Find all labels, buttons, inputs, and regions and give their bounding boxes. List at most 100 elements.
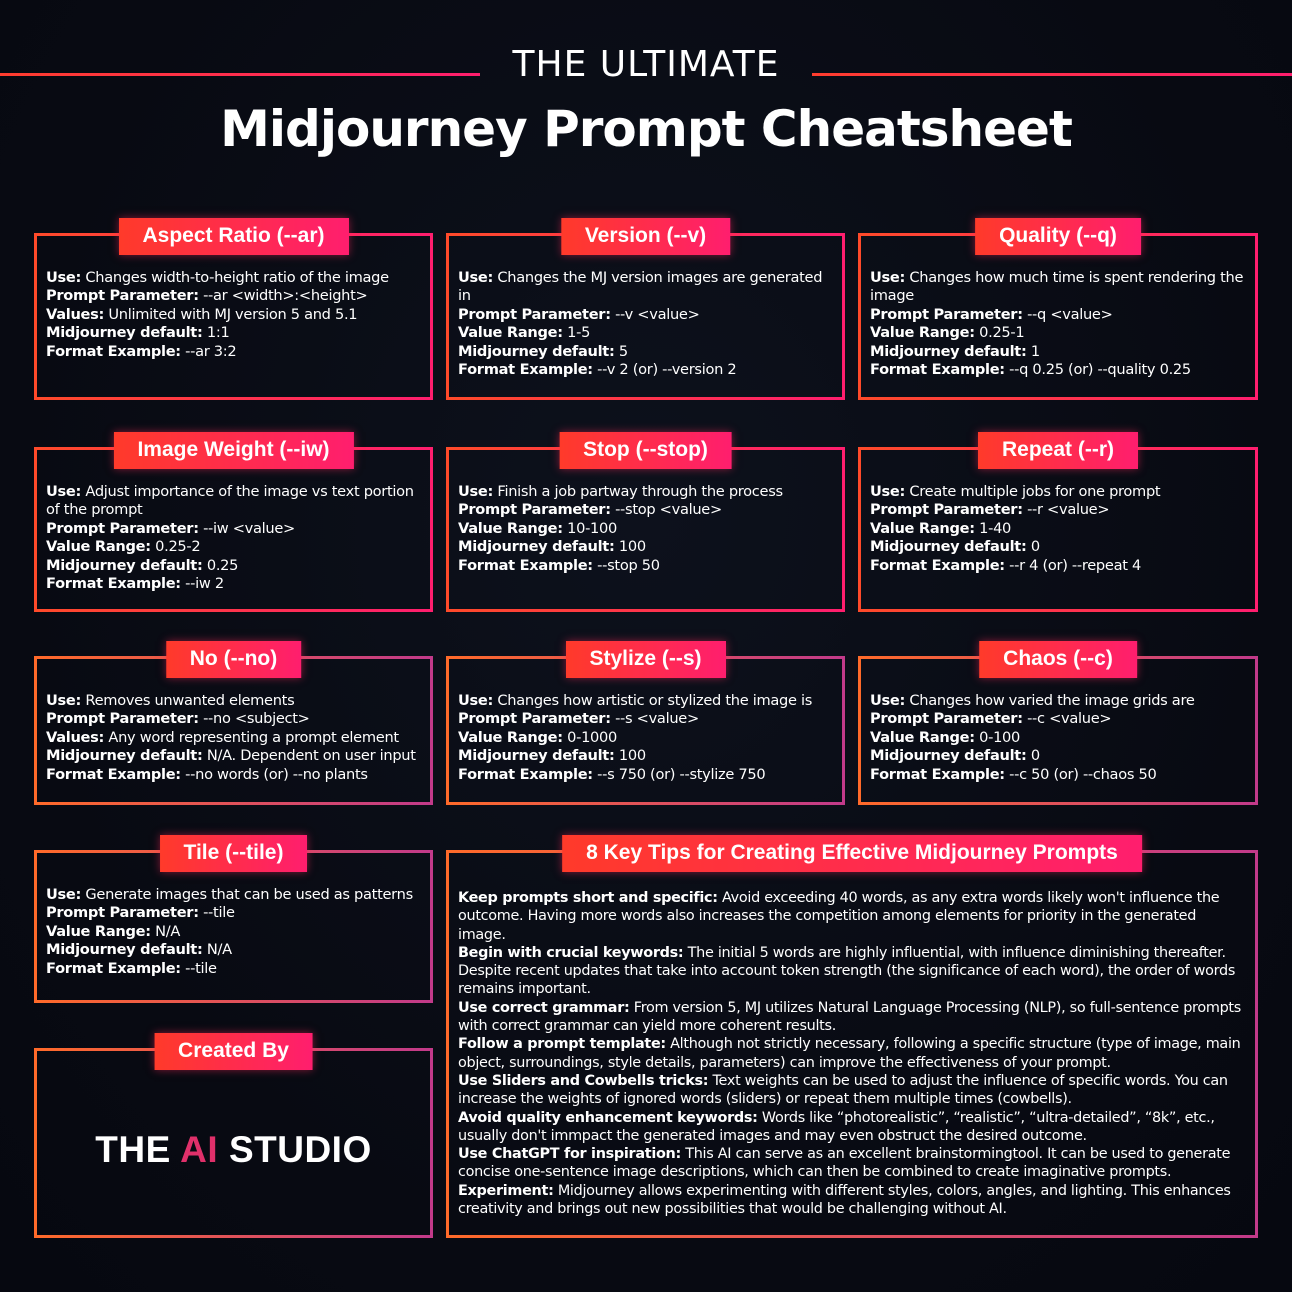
row-label: Midjourney default: — [870, 538, 1027, 556]
row-label: Use: — [870, 692, 906, 709]
row-label: Midjourney default: — [870, 342, 1027, 360]
info-row: Format Example: --r 4 (or) --repeat 4 — [870, 557, 1246, 575]
row-text: Finish a job partway through the process — [493, 483, 783, 500]
row-label: Prompt Parameter: — [46, 287, 199, 305]
row-label: Format Example: — [870, 765, 1005, 783]
row-label: Midjourney default: — [458, 342, 615, 360]
row-label: Value Range: — [870, 728, 975, 746]
card-body: Use: Changes width-to-height ratio of th… — [46, 269, 421, 361]
row-label: Use: — [458, 483, 494, 500]
row-label: Format Example: — [46, 765, 181, 783]
row-text: Adjust importance of the image vs text p… — [46, 483, 414, 519]
row-text: --c 50 (or) --chaos 50 — [1004, 765, 1157, 783]
row-text: 0-1000 — [562, 728, 618, 746]
row-text: The initial 5 words are highly influenti… — [458, 944, 1236, 998]
info-row: Format Example: --s 750 (or) --stylize 7… — [458, 766, 833, 784]
studio-logo: THE AI STUDIO — [37, 1129, 430, 1171]
row-text: --v 2 (or) --version 2 — [592, 361, 737, 379]
info-row: Value Range: 0.25-1 — [870, 324, 1246, 342]
info-row: Use: Finish a job partway through the pr… — [458, 483, 833, 501]
row-label: Value Range: — [458, 324, 563, 342]
row-text: 0 — [1026, 747, 1040, 765]
info-row: Use: Changes how much time is spent rend… — [870, 269, 1246, 306]
header-line-left — [0, 73, 480, 76]
info-row: Use: Changes the MJ version images are g… — [458, 269, 833, 306]
info-row: Midjourney default: 0 — [870, 538, 1246, 556]
row-text: --q <value> — [1022, 305, 1113, 323]
row-label: Midjourney default: — [870, 747, 1027, 765]
card-title: Repeat (--r) — [977, 432, 1139, 469]
row-text: 10-100 — [562, 519, 618, 537]
info-row: Use correct grammar: From version 5, MJ … — [458, 999, 1246, 1036]
row-label: Midjourney default: — [458, 747, 615, 765]
info-row: Value Range: 0.25-2 — [46, 538, 421, 556]
row-label: Value Range: — [870, 324, 975, 342]
info-row: Value Range: 0-100 — [870, 729, 1246, 747]
row-label: Use: — [46, 269, 82, 286]
card-body: Use: Changes how artistic or stylized th… — [458, 692, 833, 784]
info-row: Format Example: --tile — [46, 960, 421, 978]
row-text: 100 — [614, 538, 646, 556]
row-label: Prompt Parameter: — [870, 710, 1023, 728]
card-quality: Quality (--q) Use: Changes how much time… — [858, 218, 1258, 400]
info-row: Use: Adjust importance of the image vs t… — [46, 483, 421, 520]
info-row: Begin with crucial keywords: The initial… — [458, 944, 1246, 999]
credit-card: Created By THE AI STUDIO — [34, 1033, 433, 1238]
row-label: Midjourney default: — [46, 747, 203, 765]
row-label: Follow a prompt template: — [458, 1036, 666, 1053]
credit-title: Created By — [154, 1033, 313, 1070]
page-title: Midjourney Prompt Cheatsheet — [220, 100, 1073, 158]
row-text: This AI can serve as an excellent brains… — [458, 1146, 1231, 1181]
row-text: --iw <value> — [198, 519, 295, 537]
info-row: Format Example: --ar 3:2 — [46, 343, 421, 361]
row-label: Format Example: — [870, 361, 1005, 379]
tips-title: 8 Key Tips for Creating Effective Midjou… — [562, 835, 1142, 872]
logo-text-ai: AI — [180, 1129, 219, 1170]
info-row: Use: Generate images that can be used as… — [46, 886, 421, 904]
info-row: Value Range: 10-100 — [458, 520, 833, 538]
row-text: --q 0.25 (or) --quality 0.25 — [1004, 361, 1191, 379]
info-row: Use: Changes how artistic or stylized th… — [458, 692, 833, 710]
row-label: Values: — [46, 305, 105, 323]
card-body: Use: Create multiple jobs for one prompt… — [870, 483, 1246, 575]
tips-card: 8 Key Tips for Creating Effective Midjou… — [446, 835, 1258, 1238]
card-title: Stylize (--s) — [565, 641, 726, 678]
row-label: Prompt Parameter: — [870, 305, 1023, 323]
row-text: Generate images that can be used as patt… — [81, 886, 413, 903]
row-label: Format Example: — [46, 959, 181, 977]
card-title: Chaos (--c) — [979, 641, 1137, 678]
row-label: Avoid quality enhancement keywords: — [458, 1109, 758, 1126]
row-label: Prompt Parameter: — [46, 904, 199, 922]
row-label: Begin with crucial keywords: — [458, 944, 684, 961]
card-aspect-ratio: Aspect Ratio (--ar) Use: Changes width-t… — [34, 218, 433, 400]
card-chaos: Chaos (--c) Use: Changes how varied the … — [858, 641, 1258, 805]
card-repeat: Repeat (--r) Use: Create multiple jobs f… — [858, 432, 1258, 612]
info-row: Prompt Parameter: --tile — [46, 904, 421, 922]
info-row: Format Example: --q 0.25 (or) --quality … — [870, 361, 1246, 379]
row-label: Use ChatGPT for inspiration: — [458, 1146, 681, 1163]
info-row: Follow a prompt template: Although not s… — [458, 1035, 1246, 1072]
row-text: --no <subject> — [198, 710, 310, 728]
row-label: Prompt Parameter: — [458, 501, 611, 519]
row-text: Midjourney allows experimenting with dif… — [458, 1182, 1231, 1218]
row-text: 1 — [1026, 342, 1040, 360]
card-stop: Stop (--stop) Use: Finish a job partway … — [446, 432, 845, 612]
row-text: Changes how artistic or stylized the ima… — [493, 692, 813, 709]
info-row: Format Example: --stop 50 — [458, 557, 833, 575]
row-text: Avoid exceeding 40 words, as any extra w… — [458, 890, 1220, 943]
row-label: Midjourney default: — [46, 556, 203, 574]
card-no: No (--no) Use: Removes unwanted elements… — [34, 641, 433, 805]
row-label: Use: — [870, 483, 906, 500]
header-line-right — [812, 73, 1292, 76]
row-text: Unlimited with MJ version 5 and 5.1 — [104, 305, 358, 323]
info-row: Use: Changes how varied the image grids … — [870, 692, 1246, 710]
row-text: 5 — [614, 342, 628, 360]
row-label: Value Range: — [458, 519, 563, 537]
row-text: Removes unwanted elements — [81, 692, 295, 709]
row-text: --s <value> — [610, 710, 699, 728]
row-label: Use correct grammar: — [458, 999, 630, 1016]
row-label: Format Example: — [458, 361, 593, 379]
info-row: Format Example: --v 2 (or) --version 2 — [458, 361, 833, 379]
card-body: Use: Generate images that can be used as… — [46, 886, 421, 978]
